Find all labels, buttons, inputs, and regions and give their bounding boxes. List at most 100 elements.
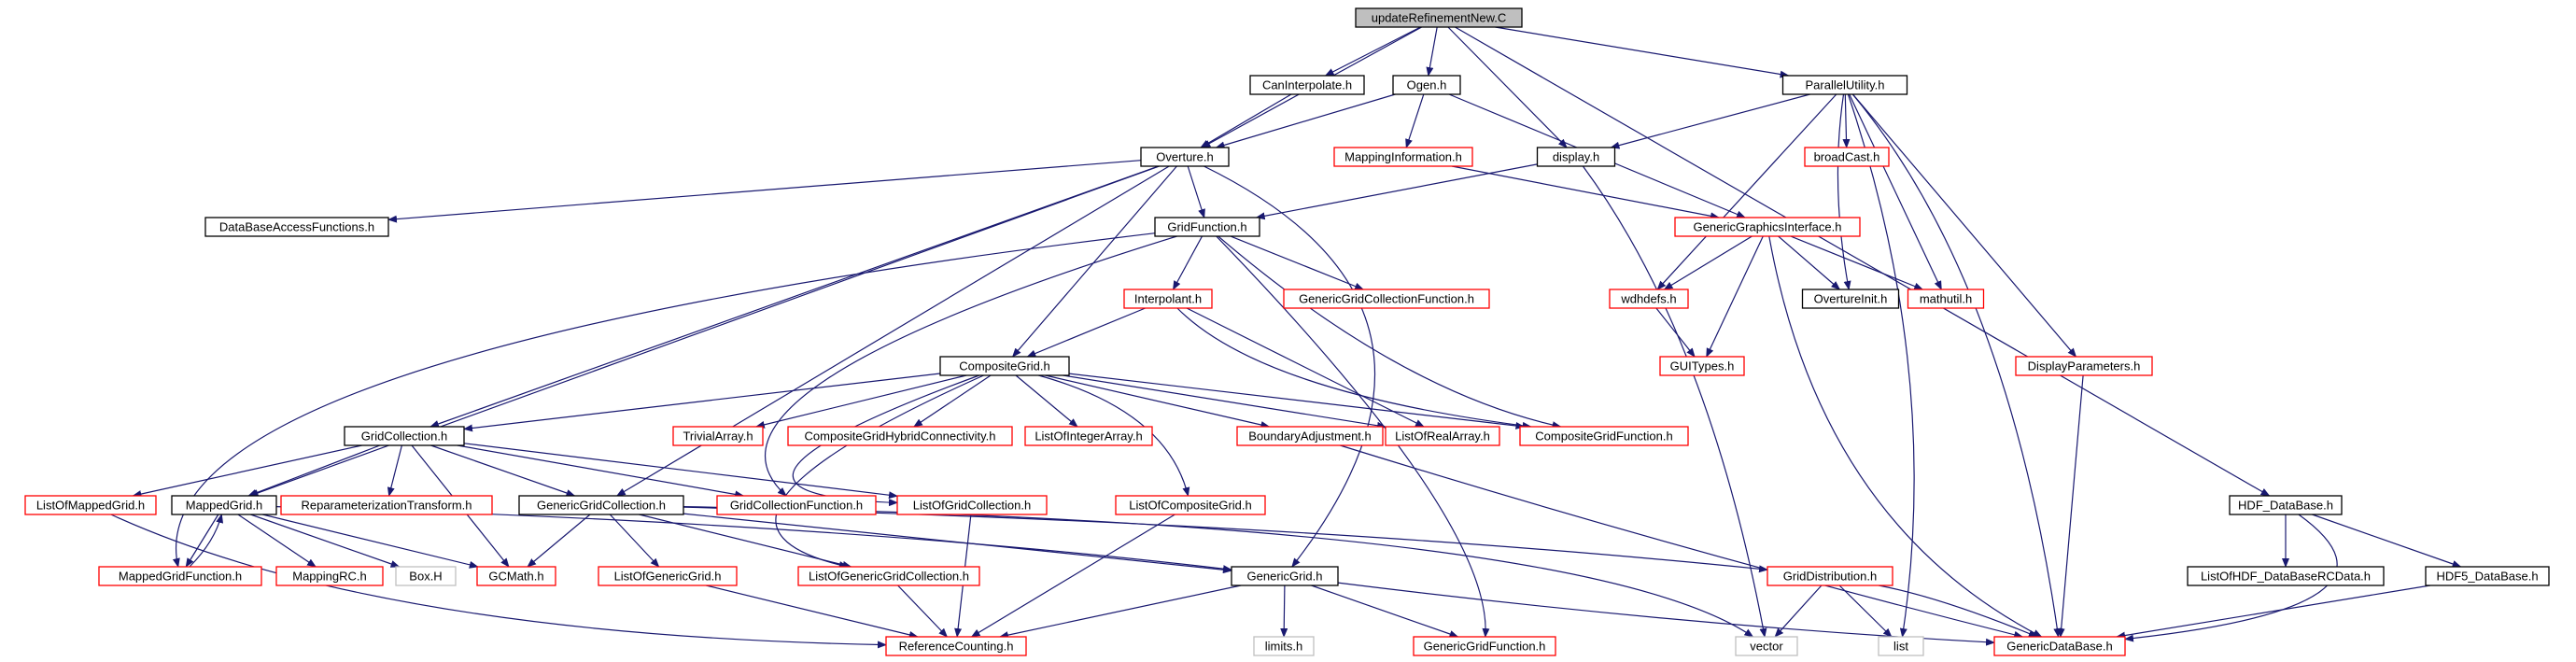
edge-gridDist-to-vector xyxy=(1774,585,1823,638)
node-overture[interactable]: Overture.h xyxy=(1140,147,1230,167)
node-wdhdefs[interactable]: wdhdefs.h xyxy=(1609,289,1689,309)
edge-mapGrid-to-boxH xyxy=(250,514,401,568)
node-root[interactable]: updateRefinementNew.C xyxy=(1355,7,1523,28)
node-interpolant[interactable]: Interpolant.h xyxy=(1123,289,1213,309)
edge-gGraphics-to-genDB xyxy=(1768,235,2043,638)
node-box xyxy=(2425,566,2550,586)
node-label: GridDistribution.h xyxy=(1783,570,1877,584)
edge-parUtil-to-mathutil xyxy=(1849,93,1942,290)
node-reparam[interactable]: ReparameterizationTransform.h xyxy=(280,495,493,515)
node-mapGF[interactable]: MappedGridFunction.h xyxy=(98,566,262,586)
node-box xyxy=(797,566,980,586)
edge-overture-to-gridFunc xyxy=(1187,165,1205,218)
edge-wdhdefs-to-guiTypes xyxy=(1655,307,1696,358)
node-label: ListOfGenericGridCollection.h xyxy=(809,570,969,584)
edge-gridFunc-to-gGCF xyxy=(1230,235,1365,290)
edge-gridColl-to-lMapGrid xyxy=(132,444,362,498)
node-lHDF[interactable]: ListOfHDF_DataBaseRCData.h xyxy=(2187,566,2385,586)
node-label: ListOfGridCollection.h xyxy=(913,499,1031,513)
edge-compGrid-to-compGF xyxy=(1068,373,1526,430)
node-label: Overture.h xyxy=(1156,150,1213,164)
node-box xyxy=(171,495,277,515)
edge-genGrid-to-genGF xyxy=(1311,585,1459,638)
node-gcMath[interactable]: GCMath.h xyxy=(476,566,556,586)
node-limits[interactable]: limits.h xyxy=(1253,636,1315,656)
node-label: Interpolant.h xyxy=(1134,292,1202,306)
node-broadCast[interactable]: broadCast.h xyxy=(1804,147,1890,167)
node-refCount[interactable]: ReferenceCounting.h xyxy=(885,636,1027,656)
node-list[interactable]: list xyxy=(1878,636,1924,656)
edge-parUtil-to-genDB xyxy=(1851,93,2062,638)
node-box xyxy=(716,495,877,515)
node-mathutil[interactable]: mathutil.h xyxy=(1907,289,1985,309)
node-parUtil[interactable]: ParallelUtility.h xyxy=(1781,75,1908,95)
node-mapRC[interactable]: MappingRC.h xyxy=(275,566,384,586)
node-gridDist[interactable]: GridDistribution.h xyxy=(1767,566,1893,586)
node-box xyxy=(1804,147,1890,167)
node-guiTypes[interactable]: GUITypes.h xyxy=(1659,356,1745,376)
node-lRealArr[interactable]: ListOfRealArray.h xyxy=(1385,426,1500,446)
node-box xyxy=(1024,426,1153,446)
node-label: Box.H xyxy=(409,570,442,584)
node-gGraphics[interactable]: GenericGraphicsInterface.h xyxy=(1674,217,1861,237)
edge-interpolant-to-lRealArr xyxy=(1186,307,1425,428)
node-lGridColl[interactable]: ListOfGridCollection.h xyxy=(896,495,1048,515)
node-trivArray[interactable]: TrivialArray.h xyxy=(672,426,764,446)
edge-lGenGrid-to-refCount xyxy=(706,585,919,639)
node-genGrid[interactable]: GenericGrid.h xyxy=(1231,566,1339,586)
node-lMapGrid[interactable]: ListOfMappedGrid.h xyxy=(24,495,157,515)
node-layer: updateRefinementNew.C CanInterpolate.h Oge… xyxy=(24,7,2550,656)
node-lGGColl[interactable]: ListOfGenericGridCollection.h xyxy=(797,566,980,586)
node-gGridColl[interactable]: GenericGridCollection.h xyxy=(518,495,684,515)
node-lGenGrid[interactable]: ListOfGenericGrid.h xyxy=(598,566,738,586)
edge-genGrid-to-genDB xyxy=(1337,582,1995,646)
node-box xyxy=(1659,356,1745,376)
node-label: GenericGridCollectionFunction.h xyxy=(1299,292,1474,306)
node-canInterp[interactable]: CanInterpolate.h xyxy=(1249,75,1365,95)
edge-parUtil-to-dispParams xyxy=(1852,93,2077,358)
node-label: DataBaseAccessFunctions.h xyxy=(219,220,374,234)
node-boundAdj[interactable]: BoundaryAdjustment.h xyxy=(1236,426,1384,446)
node-dbAccess[interactable]: DataBaseAccessFunctions.h xyxy=(204,217,389,237)
edge-root-to-ogen xyxy=(1426,26,1438,77)
node-box xyxy=(344,426,465,446)
node-label: GCMath.h xyxy=(488,570,543,584)
node-lIntArr[interactable]: ListOfIntegerArray.h xyxy=(1024,426,1153,446)
node-display[interactable]: display.h xyxy=(1536,147,1616,167)
node-label: GridCollectionFunction.h xyxy=(730,499,863,513)
node-compGF[interactable]: CompositeGridFunction.h xyxy=(1519,426,1689,446)
edge-lMapGrid-to-refCount xyxy=(110,514,887,649)
node-label: broadCast.h xyxy=(1814,150,1880,164)
edge-parUtil-to-ovInit xyxy=(1837,93,1851,290)
node-mapInfo[interactable]: MappingInformation.h xyxy=(1333,147,1473,167)
node-gridCollF[interactable]: GridCollectionFunction.h xyxy=(716,495,877,515)
node-dispParams[interactable]: DisplayParameters.h xyxy=(2015,356,2153,376)
node-genDB[interactable]: GenericDataBase.h xyxy=(1993,636,2126,656)
node-compGrid[interactable]: CompositeGrid.h xyxy=(939,356,1070,376)
edge-gridColl-to-mapGrid xyxy=(247,444,381,497)
node-box xyxy=(1519,426,1689,446)
node-genGF[interactable]: GenericGridFunction.h xyxy=(1413,636,1556,656)
node-box xyxy=(1392,75,1461,95)
node-mapGrid[interactable]: MappedGrid.h xyxy=(171,495,277,515)
node-hdf5[interactable]: HDF5_DataBase.h xyxy=(2425,566,2550,586)
node-hdfDB[interactable]: HDF_DataBase.h xyxy=(2229,495,2343,515)
edge-root-to-hdfDB xyxy=(1455,26,2271,497)
node-gridFunc[interactable]: GridFunction.h xyxy=(1154,217,1260,237)
edge-hdf5-to-genDB xyxy=(2116,585,2430,640)
node-gGCF[interactable]: GenericGridCollectionFunction.h xyxy=(1283,289,1490,309)
node-box xyxy=(275,566,384,586)
node-cgHybrid[interactable]: CompositeGridHybridConnectivity.h xyxy=(787,426,1013,446)
node-label: list xyxy=(1893,640,1908,654)
node-ogen[interactable]: Ogen.h xyxy=(1392,75,1461,95)
node-box xyxy=(1123,289,1213,309)
node-lCompGrid[interactable]: ListOfCompositeGrid.h xyxy=(1115,495,1266,515)
node-ovInit[interactable]: OvertureInit.h xyxy=(1801,289,1900,309)
edge-mapInfo-to-gGraphics xyxy=(1451,165,1720,220)
node-label: GUITypes.h xyxy=(1670,359,1735,373)
node-vector[interactable]: vector xyxy=(1735,636,1798,656)
node-box xyxy=(280,495,493,515)
node-boxH[interactable]: Box.H xyxy=(395,566,457,586)
node-gridColl[interactable]: GridCollection.h xyxy=(344,426,465,446)
node-box xyxy=(98,566,262,586)
